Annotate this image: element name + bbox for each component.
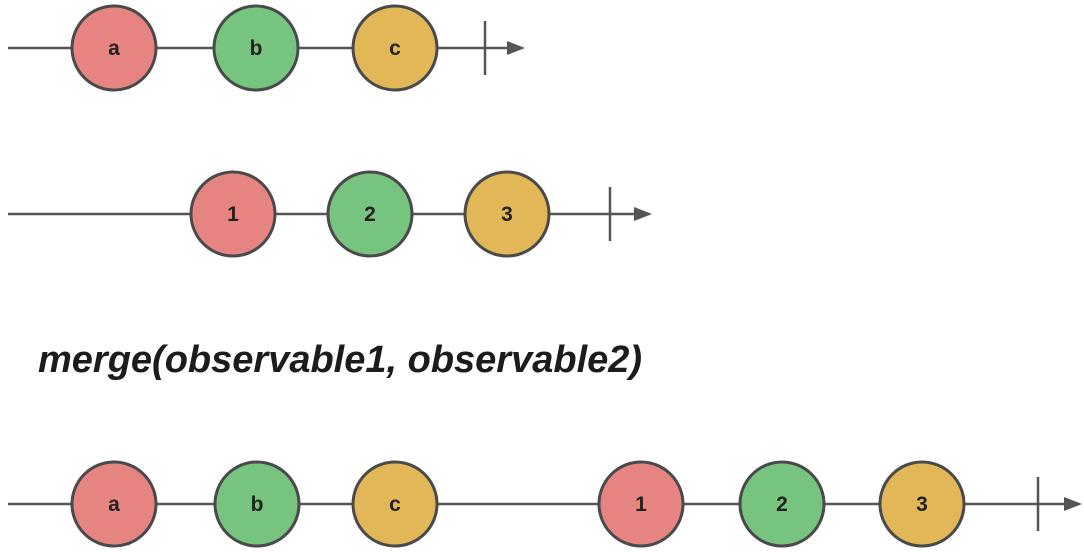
arrow-head-icon [1064,497,1082,511]
timeline-observable2: 1 2 3 [8,170,652,258]
marble-circle [463,170,551,258]
marble-circle [213,460,301,548]
marble: 1 [597,460,685,548]
marble: b [213,460,301,548]
marble: a [70,460,158,548]
marble-label: c [389,37,401,60]
marble-circle [70,460,158,548]
arrow-head-icon [634,207,652,221]
marble-label: a [108,493,120,516]
marble-label: 2 [776,493,788,516]
marble: 1 [189,170,277,258]
marble-label: c [389,493,401,516]
marble-label: a [108,37,120,60]
marble-circle [351,460,439,548]
marble: 2 [326,170,414,258]
marble: b [212,4,300,92]
marble: 3 [878,460,966,548]
marble-label: b [251,493,264,516]
marble-circle [189,170,277,258]
marble-label: 1 [635,493,647,516]
marble-circle [70,4,158,92]
arrow-head-icon [507,41,525,55]
marble-circle [738,460,826,548]
timeline-observable1: a b c [8,4,525,92]
marble-circle [212,4,300,92]
marble-circle [326,170,414,258]
marble-circle [878,460,966,548]
marble-label: 2 [364,203,376,226]
marble: 2 [738,460,826,548]
marble-label: 1 [227,203,239,226]
marble-label: 3 [916,493,928,516]
marble: 3 [463,170,551,258]
marble: a [70,4,158,92]
timeline-merged: a b c 1 2 3 [8,460,1082,548]
marble: c [351,460,439,548]
operator-label: merge(observable1, observable2) [38,339,642,381]
marble: c [351,4,439,92]
marble-label: b [250,37,263,60]
marble-circle [597,460,685,548]
marble-label: 3 [501,203,513,226]
marble-circle [351,4,439,92]
